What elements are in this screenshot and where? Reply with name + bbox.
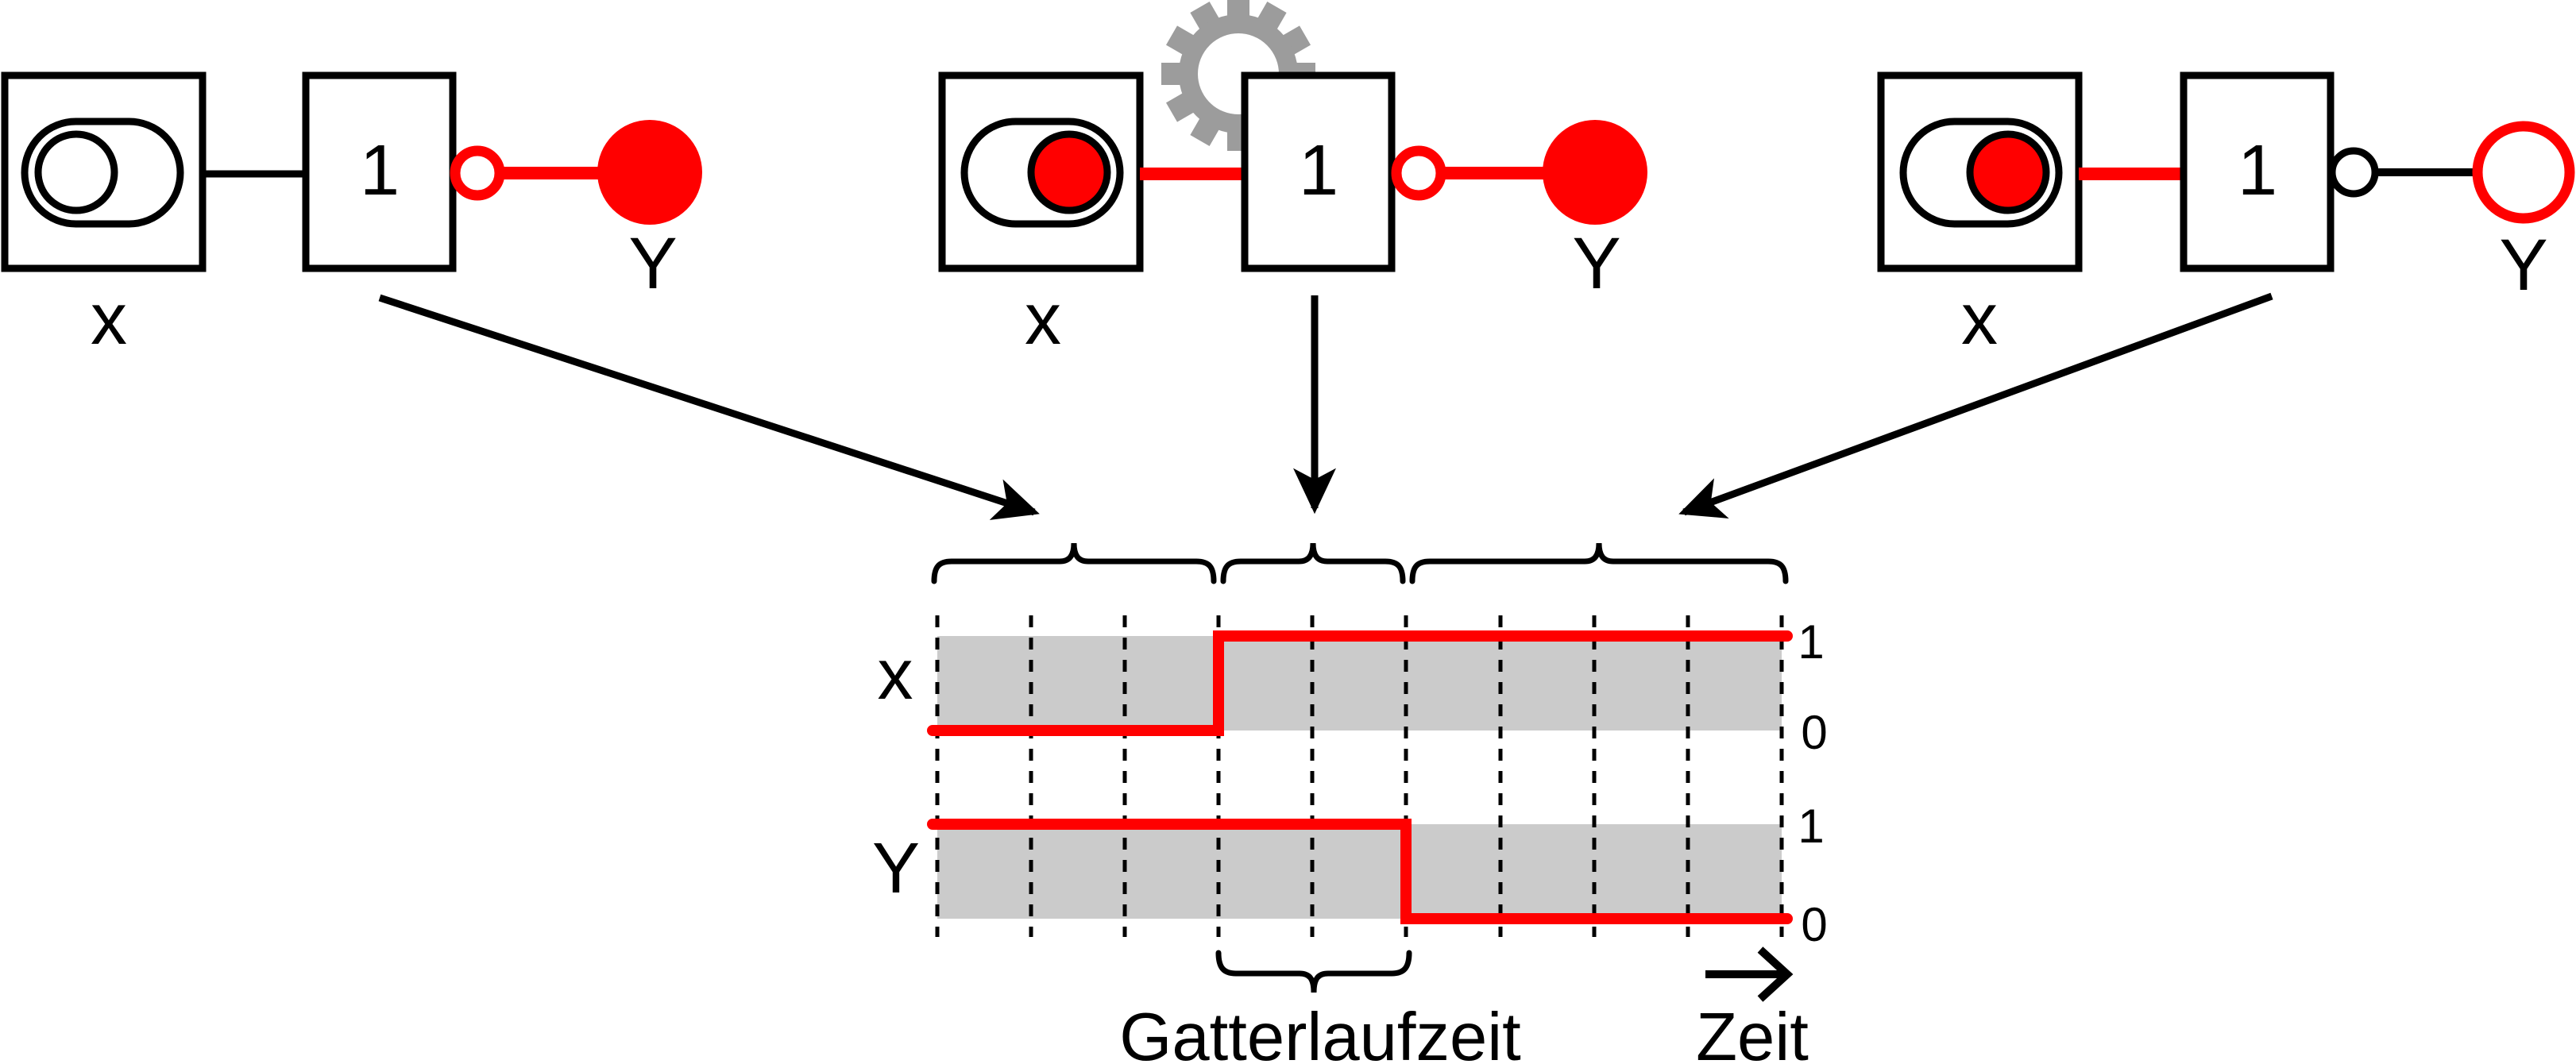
x-signal-band [937,636,1782,731]
toggle-knob-on [1027,130,1111,214]
input-label: x [1961,279,1998,360]
phase-braces [931,542,1789,584]
negation-bubble-inactive [2328,147,2379,198]
gate-label: 1 [2238,131,2277,210]
input-label: x [1025,279,1061,360]
lamp-on-icon [1543,120,1647,225]
time-axis-arrow [1705,946,1794,1002]
y-row-label: Y [872,829,920,908]
y-signal-trace [927,819,1793,924]
toggle-knob-on [1966,130,2050,214]
x-low-level-label: 0 [1801,706,1827,759]
input-label: x [91,279,127,360]
output-label: Y [1572,223,1620,304]
output-label: Y [628,223,677,304]
delay-caption: Gatterlaufzeit [1119,1000,1521,1064]
output-label: Y [2499,225,2547,306]
y-high-level-label: 1 [1798,800,1824,853]
x-high-level-label: 1 [1798,615,1824,669]
brace-phase-3 [1409,542,1789,584]
circuit-state-3: 1 Y x [1877,71,2575,360]
y-signal-band [937,824,1782,919]
brace-phase-1 [931,542,1217,584]
circuit-state-2: 1 Y x [938,0,1647,360]
timing-diagram: x Y 1 0 1 0 Gatterlaufzeit Zeit [872,615,1828,1064]
x-signal-trace [927,630,1793,736]
negation-bubble-active [1391,145,1446,201]
inverter-gate-box [302,71,457,272]
gate-label: 1 [1299,131,1338,210]
arrow-circuit1-to-phase1 [378,294,1040,520]
negation-bubble-active [450,145,505,201]
lamp-on-icon [597,120,702,225]
circuit-state-1: 1 Y x [1,71,702,360]
x-row-label: x [878,635,913,715]
delay-brace [1215,950,1412,993]
brace-phase-2 [1220,542,1406,584]
arrow-circuit3-to-phase3 [1678,292,2273,519]
y-low-level-label: 0 [1801,898,1827,951]
gate-label: 1 [360,131,400,210]
toggle-knob-off [34,130,118,214]
time-axis-caption: Zeit [1696,1000,1809,1064]
lamp-off-icon [2472,121,2575,224]
